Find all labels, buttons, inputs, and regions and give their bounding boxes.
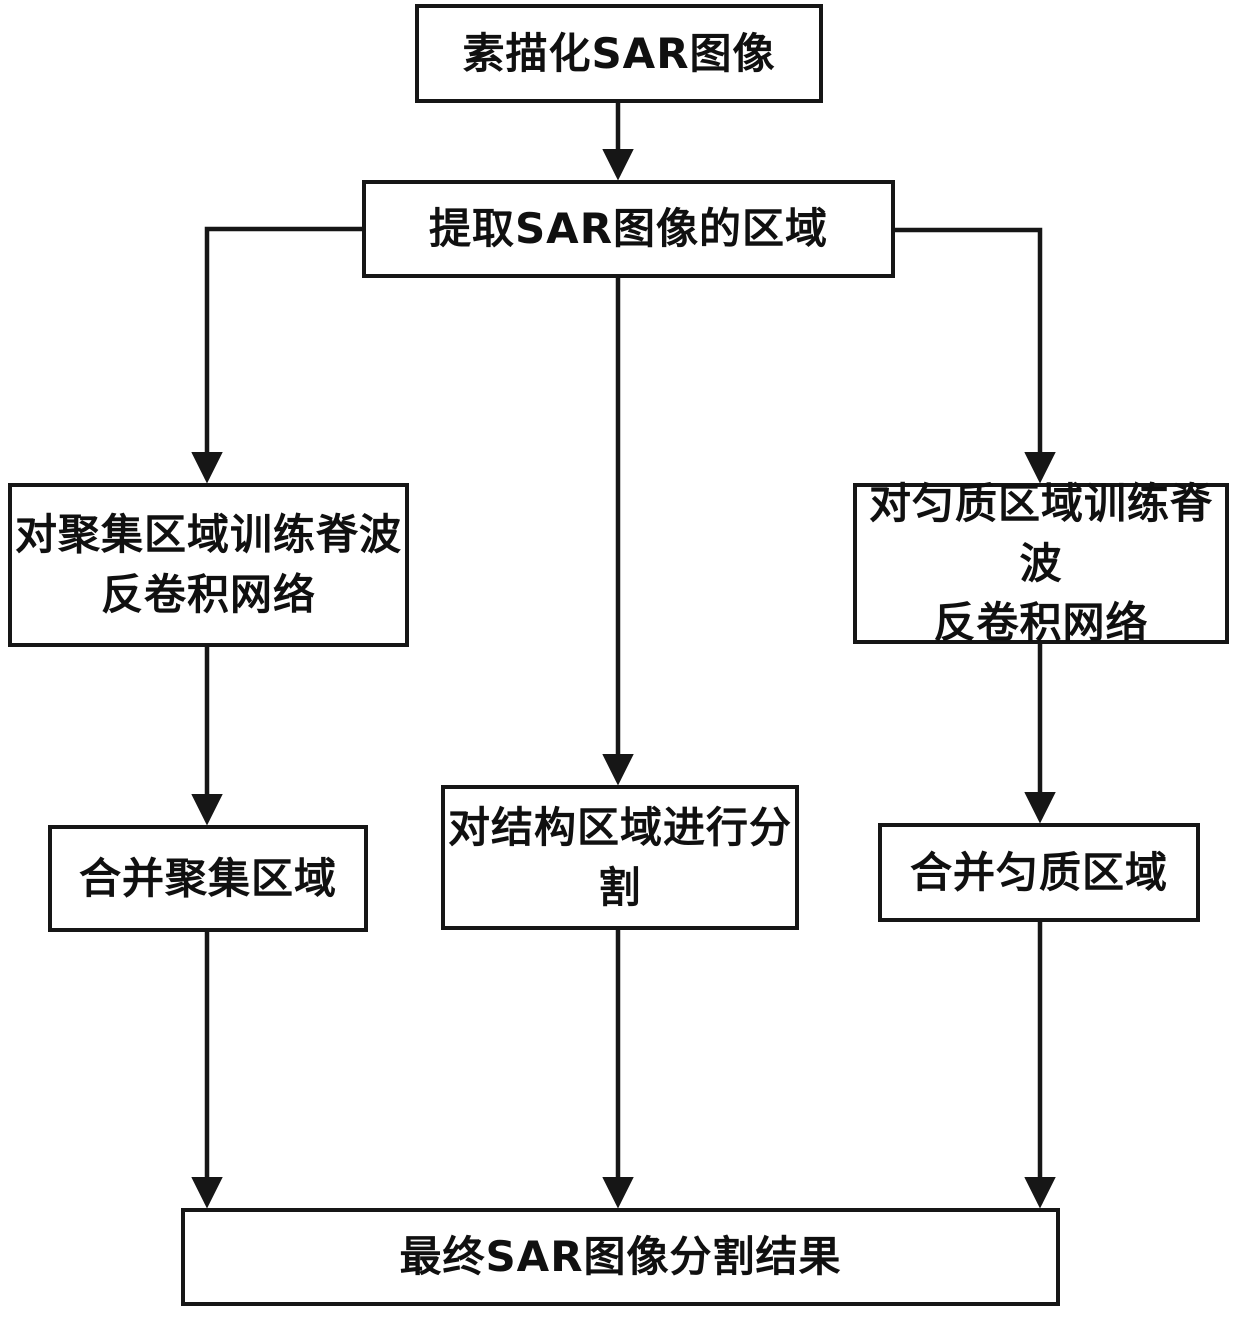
- node-train-homogeneous-regions: 对匀质区域训练脊波 反卷积网络: [853, 479, 1229, 647]
- node-merge-homogeneous-regions: 合并匀质区域: [878, 823, 1200, 922]
- node-train-aggregated-regions: 对聚集区域训练脊波 反卷积网络: [8, 483, 409, 647]
- node-extract-sar-regions: 提取SAR图像的区域: [362, 180, 895, 278]
- node-merge-aggregated-regions: 合并聚集区域: [48, 825, 368, 932]
- arrow-extract-to-train-aggregated: [191, 226, 362, 484]
- node-sketch-sar-image: 素描化SAR图像: [415, 4, 823, 103]
- arrow-extract-to-train-homogeneous: [893, 227, 1056, 484]
- node-segment-structural-regions: 对结构区域进行分 割: [441, 785, 799, 930]
- node-final-segmentation-result: 最终SAR图像分割结果: [181, 1208, 1060, 1306]
